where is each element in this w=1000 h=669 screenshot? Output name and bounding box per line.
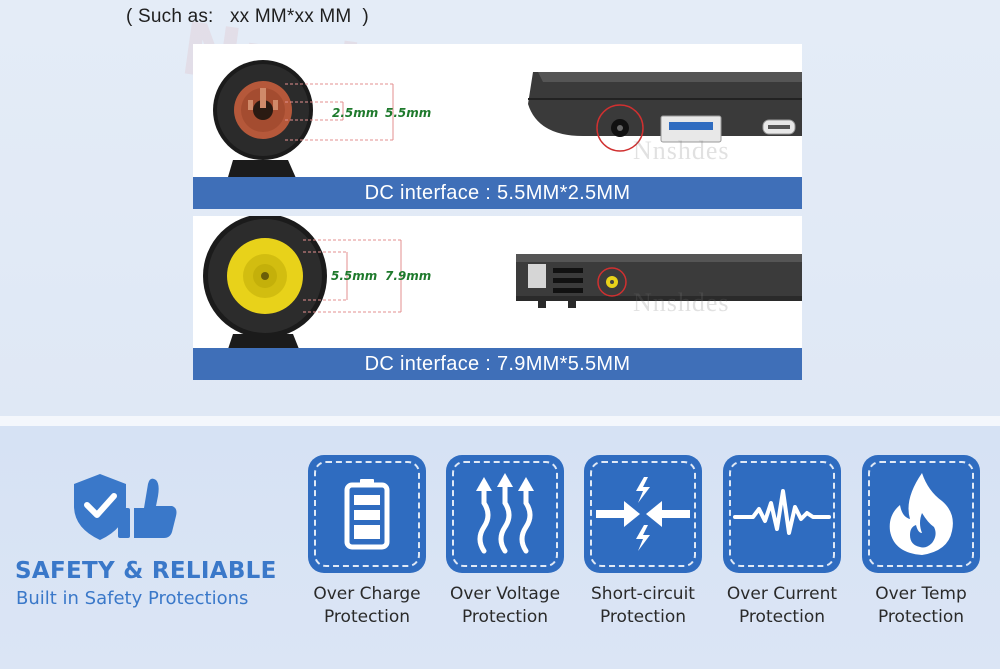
section-divider: [0, 416, 1000, 426]
feature-label-line2: Protection: [738, 607, 825, 627]
current-wave-icon: [723, 455, 841, 573]
feature-label-line1: Short-circuit: [591, 584, 695, 604]
feature-over-charge: Over Charge Protection: [302, 455, 432, 629]
dc-interface-label: DC interface : 7.9MM*5.5MM: [193, 348, 802, 380]
dc-panel-5-5x2-5: 2.5mm 5.5mm Nnshdes DC interface : 5.5MM…: [193, 44, 802, 209]
shield-thumbs-up-icon: [70, 472, 180, 547]
feature-label-line2: Protection: [461, 607, 548, 627]
dc-interface-section: ( Such as: xx MM*xx MM ) Nnshdes Nnshdes: [0, 0, 1000, 416]
safety-title: SAFETY & RELIABLE: [15, 558, 277, 584]
inner-diameter-label: 2.5mm: [332, 106, 379, 120]
feature-over-temp: Over Temp Protection: [856, 455, 986, 629]
size-format-hint: ( Such as: xx MM*xx MM ): [126, 6, 369, 27]
watermark: Nnshdes: [633, 288, 730, 317]
feature-label-line2: Protection: [599, 607, 686, 627]
short-circuit-icon: [584, 455, 702, 573]
feature-label-line1: Over Charge: [313, 584, 421, 604]
watermark: Nnshdes: [633, 136, 730, 165]
outer-diameter-label: 7.9mm: [385, 269, 432, 283]
flame-icon: [862, 455, 980, 573]
feature-over-current: Over Current Protection: [717, 455, 847, 629]
feature-over-voltage: Over Voltage Protection: [440, 455, 570, 629]
dc-interface-label: DC interface : 5.5MM*2.5MM: [193, 177, 802, 209]
feature-label-line1: Over Current: [726, 584, 838, 604]
feature-label-line1: Over Voltage: [449, 584, 561, 604]
feature-label-line2: Protection: [323, 607, 410, 627]
safety-subtitle: Built in Safety Protections: [16, 588, 249, 609]
connector-7-9-illustration: [203, 216, 802, 364]
outer-diameter-label: 5.5mm: [385, 106, 432, 120]
dc-panel-7-9x5-5: 5.5mm 7.9mm Nnshdes DC interface : 7.9MM…: [193, 216, 802, 380]
safety-protections-section: SAFETY & RELIABLE Built in Safety Protec…: [0, 426, 1000, 669]
battery-icon: [308, 455, 426, 573]
inner-diameter-label: 5.5mm: [331, 269, 378, 283]
rising-arrows-icon: [446, 455, 564, 573]
feature-label-line1: Over Temp: [875, 584, 967, 604]
feature-label-line2: Protection: [877, 607, 964, 627]
feature-short-circuit: Short-circuit Protection: [578, 455, 708, 629]
